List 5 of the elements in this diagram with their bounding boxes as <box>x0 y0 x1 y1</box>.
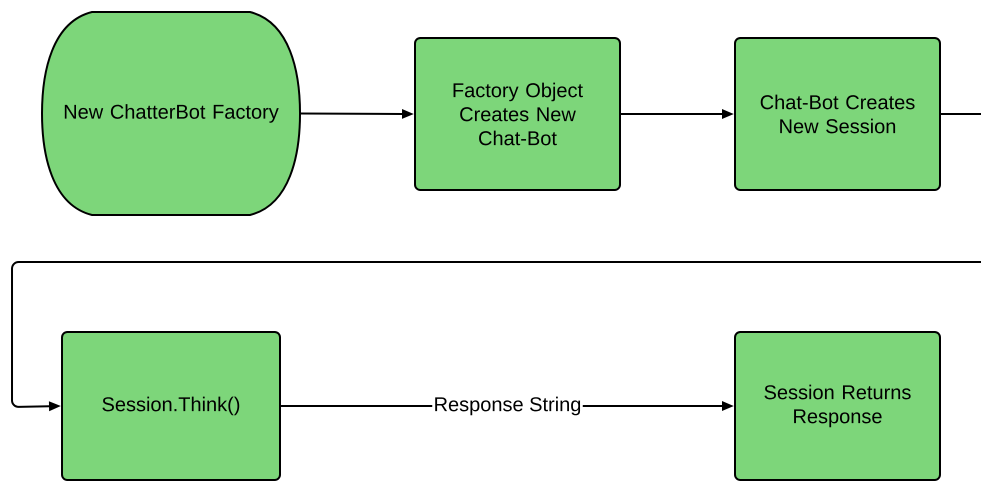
process-box: Chat-Bot Creates New Session <box>734 37 941 191</box>
process-box: Factory Object Creates New Chat-Bot <box>414 37 621 191</box>
process-box: Session.Think() <box>61 331 281 481</box>
process-box: Session Returns Response <box>734 331 941 481</box>
edge-label: Response String <box>432 395 583 417</box>
